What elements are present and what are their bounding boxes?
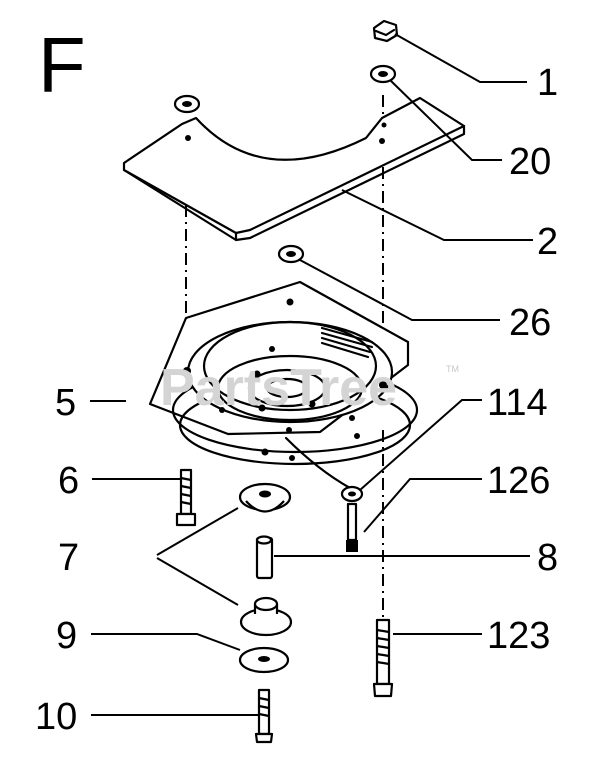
leader-7b (156, 557, 239, 606)
part-5-housing[interactable] (148, 280, 419, 466)
leader-1 (394, 33, 527, 83)
callout-5: 5 (55, 382, 76, 424)
part-7-isolator-lower[interactable] (239, 596, 293, 637)
callout-126: 126 (487, 460, 550, 502)
part-6-bolt[interactable] (175, 468, 197, 527)
callout-8: 8 (537, 537, 558, 579)
part-123-bolt[interactable] (372, 618, 394, 698)
leader-9 (91, 633, 241, 651)
callout-2: 2 (537, 221, 558, 263)
leader-20 (389, 79, 502, 161)
callout-26: 26 (509, 302, 551, 344)
part-126-screw[interactable] (346, 502, 358, 552)
watermark-text: PartsTree (160, 359, 397, 417)
part-1-nut[interactable] (372, 19, 399, 43)
leader-126 (363, 478, 482, 533)
callout-7: 7 (58, 537, 79, 579)
part-26-washer[interactable] (277, 244, 305, 264)
callout-9: 9 (56, 615, 77, 657)
part-7-isolator-upper[interactable] (238, 482, 292, 513)
callout-123: 123 (487, 615, 550, 657)
leader-7a (156, 507, 239, 556)
leader-2 (341, 189, 533, 241)
watermark-mark: TM (446, 364, 459, 374)
section-letter: F (38, 21, 86, 109)
callout-114: 114 (487, 382, 548, 424)
plate-washer-left[interactable] (173, 94, 201, 114)
part-2-cover-plate[interactable] (122, 96, 466, 242)
part-8-spacer[interactable] (255, 535, 274, 580)
part-114-terminal[interactable] (340, 485, 364, 503)
leader-26 (299, 259, 500, 321)
callout-10: 10 (35, 696, 77, 738)
leader-114 (359, 399, 482, 491)
part-9-washer[interactable] (238, 646, 290, 674)
callout-6: 6 (58, 460, 79, 502)
part-10-bolt[interactable] (254, 688, 274, 744)
callout-1: 1 (537, 62, 558, 104)
part-20-washer[interactable] (369, 64, 397, 84)
callout-20: 20 (509, 141, 551, 183)
ground-wire (284, 436, 352, 490)
